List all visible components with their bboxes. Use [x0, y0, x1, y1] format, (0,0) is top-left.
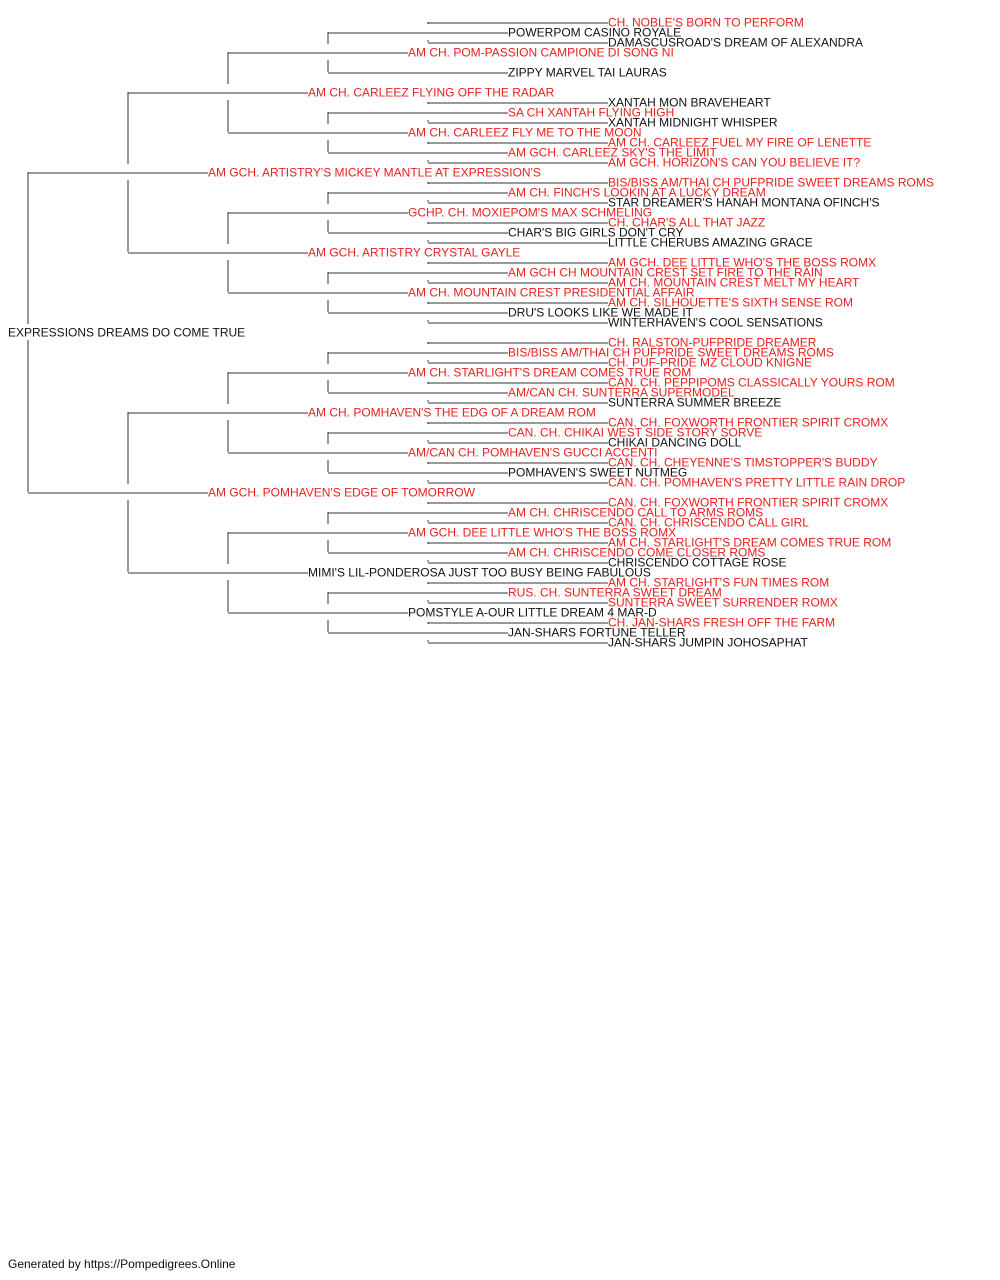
ancestor-s-d-d-s-d: AM CH. MOUNTAIN CREST MELT MY HEART — [608, 276, 860, 290]
ancestor-d-s-s-d-s: CAN. CH. PEPPIPOMS CLASSICALLY YOURS ROM — [608, 376, 895, 390]
ancestor-d-s-s-d: AM/CAN CH. SUNTERRA SUPERMODEL — [508, 386, 735, 400]
ancestor-d-d-d-d-d: JAN-SHARS JUMPIN JOHOSAPHAT — [608, 636, 808, 650]
pedigree-labels: EXPRESSIONS DREAMS DO COME TRUE AM GCH. A… — [8, 16, 934, 650]
ancestor-d-d-d-d: JAN-SHARS FORTUNE TELLER — [508, 626, 686, 640]
ancestor-s-s-d-s-d: XANTAH MIDNIGHT WHISPER — [608, 116, 778, 130]
ancestor-s-s-d-d-d: AM GCH. HORIZON'S CAN YOU BELIEVE IT? — [608, 156, 860, 170]
ancestor-d-d-s-s-d: CAN. CH. CHRISCENDO CALL GIRL — [608, 516, 809, 530]
ancestor-d-d-s-d: AM CH. CHRISCENDO COME CLOSER ROMS — [508, 546, 765, 560]
ancestor-s-s-s-s-s: CH. NOBLE'S BORN TO PERFORM — [608, 16, 804, 30]
ancestor-d-s-d-s: CAN. CH. CHIKAI WEST SIDE STORY SORVE — [508, 426, 762, 440]
ancestor-d-d-d-d-s: CH. JAN-SHARS FRESH OFF THE FARM — [608, 616, 835, 630]
ancestor-d-d: MIMI'S LIL-PONDEROSA JUST TOO BUSY BEING… — [308, 566, 651, 580]
ancestor-s: AM GCH. ARTISTRY'S MICKEY MANTLE AT EXPR… — [208, 166, 541, 180]
footer-credit: Generated by https://Pompedigrees.Online — [8, 1257, 236, 1271]
ancestor-s-d-s: GCHP. CH. MOXIEPOM'S MAX SCHMELING — [408, 206, 652, 220]
ancestor-d-d-s-s: AM CH. CHRISCENDO CALL TO ARMS ROMS — [508, 506, 763, 520]
ancestor-d-s-d-s-d: CHIKAI DANCING DOLL — [608, 436, 742, 450]
ancestor-d-s-d-d: POMHAVEN'S SWEET NUTMEG — [508, 466, 687, 480]
ancestor-d-d-d-s-s: AM CH. STARLIGHT'S FUN TIMES ROM — [608, 576, 829, 590]
ancestor-s-d-d-d-d: WINTERHAVEN'S COOL SENSATIONS — [608, 316, 823, 330]
subject-name: EXPRESSIONS DREAMS DO COME TRUE — [8, 326, 245, 340]
ancestor-s-d-s-s-d: STAR DREAMER'S HANAH MONTANA OFINCH'S — [608, 196, 880, 210]
ancestor-s-d-d-d: DRU'S LOOKS LIKE WE MADE IT — [508, 306, 694, 320]
ancestor-d-s-s-s-s: CH. RALSTON-PUFPRIDE DREAMER — [608, 336, 817, 350]
ancestor-s-d: AM GCH. ARTISTRY CRYSTAL GAYLE — [308, 246, 520, 260]
ancestor-s-s-s-s-d: DAMASCUSROAD'S DREAM OF ALEXANDRA — [608, 36, 863, 50]
ancestor-d-s-s: AM CH. STARLIGHT'S DREAM COMES TRUE ROM — [408, 366, 691, 380]
ancestor-s-s: AM CH. CARLEEZ FLYING OFF THE RADAR — [308, 86, 555, 100]
ancestor-s-d-d: AM CH. MOUNTAIN CREST PRESIDENTIAL AFFAI… — [408, 286, 695, 300]
ancestor-d-s: AM CH. POMHAVEN'S THE EDG OF A DREAM ROM — [308, 406, 596, 420]
ancestor-s-s-d: AM CH. CARLEEZ FLY ME TO THE MOON — [408, 126, 642, 140]
ancestor-s-s-d-s-s: XANTAH MON BRAVEHEART — [608, 96, 771, 110]
ancestor-d-s-s-s-d: CH. PUF-PRIDE MZ CLOUD KNIGNE — [608, 356, 812, 370]
ancestor-s-d-s-d: CHAR'S BIG GIRLS DON'T CRY — [508, 226, 684, 240]
ancestor-d: AM GCH. POMHAVEN'S EDGE OF TOMORROW — [208, 486, 476, 500]
ancestor-d-d-d-s-d: SUNTERRA SWEET SURRENDER ROMX — [608, 596, 838, 610]
ancestor-d-d-d: POMSTYLE A-OUR LITTLE DREAM 4 MAR-D — [408, 606, 657, 620]
ancestor-d-s-d-s-s: CAN. CH. FOXWORTH FRONTIER SPIRIT CROMX — [608, 416, 888, 430]
ancestor-s-d-d-s-s: AM GCH. DEE LITTLE WHO'S THE BOSS ROMX — [608, 256, 876, 270]
ancestor-s-s-s-s: POWERPOM CASINO ROYALE — [508, 26, 681, 40]
ancestor-d-s-d-d-s: CAN. CH. CHEYENNE'S TIMSTOPPER'S BUDDY — [608, 456, 878, 470]
ancestor-s-d-d-d-s: AM CH. SILHOUETTE'S SIXTH SENSE ROM — [608, 296, 853, 310]
ancestor-s-s-s: AM CH. POM-PASSION CAMPIONE DI SONG NI — [408, 46, 674, 60]
ancestor-d-d-s-d-d: CHRISCENDO COTTAGE ROSE — [608, 556, 786, 570]
ancestor-s-d-s-s-s: BIS/BISS AM/THAI CH PUFPRIDE SWEET DREAM… — [608, 176, 934, 190]
ancestor-s-s-s-d: ZIPPY MARVEL TAI LAURAS — [508, 66, 667, 80]
ancestor-s-d-s-d-d: LITTLE CHERUBS AMAZING GRACE — [608, 236, 813, 250]
ancestor-d-d-s-d-s: AM CH. STARLIGHT'S DREAM COMES TRUE ROM — [608, 536, 891, 550]
ancestor-s-d-d-s: AM GCH CH MOUNTAIN CREST SET FIRE TO THE… — [508, 266, 823, 280]
ancestor-d-d-d-s: RUS. CH. SUNTERRA SWEET DREAM — [508, 586, 722, 600]
ancestor-d-d-s-s-s: CAN. CH. FOXWORTH FRONTIER SPIRIT CROMX — [608, 496, 888, 510]
ancestor-s-d-s-d-s: CH. CHAR'S ALL THAT JAZZ — [608, 216, 765, 230]
ancestor-d-s-s-d-d: SUNTERRA SUMMER BREEZE — [608, 396, 781, 410]
ancestor-s-s-d-s: SA CH XANTAH FLYING HIGH — [508, 106, 674, 120]
ancestor-d-s-d: AM/CAN CH. POMHAVEN'S GUCCI ACCENTI — [408, 446, 657, 460]
ancestor-d-s-s-s: BIS/BISS AM/THAI CH PUFPRIDE SWEET DREAM… — [508, 346, 834, 360]
ancestor-d-d-s: AM GCH. DEE LITTLE WHO'S THE BOSS ROMX — [408, 526, 676, 540]
ancestor-s-s-d-d: AM GCH. CARLEEZ SKY'S THE LIMIT — [508, 146, 717, 160]
ancestor-s-s-d-d-s: AM CH. CARLEEZ FUEL MY FIRE OF LENETTE — [608, 136, 871, 150]
ancestor-d-s-d-d-d: CAN. CH. POMHAVEN'S PRETTY LITTLE RAIN D… — [608, 476, 905, 490]
pedigree-connectors — [27, 22, 608, 644]
ancestor-s-d-s-s: AM CH. FINCH'S LOOKIN AT A LUCKY DREAM — [508, 186, 766, 200]
